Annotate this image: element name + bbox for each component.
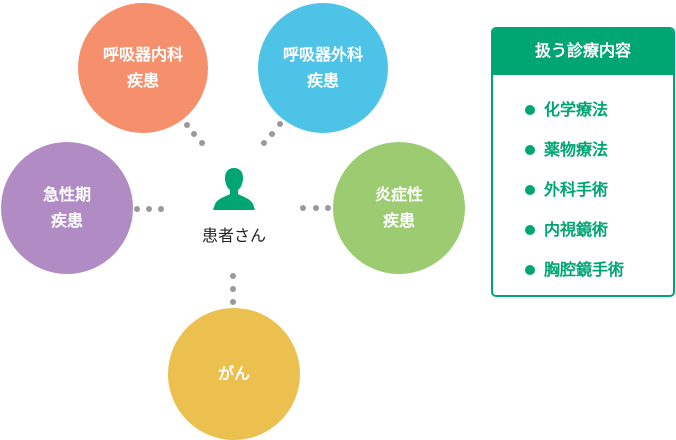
bullet-icon <box>525 265 535 275</box>
person-icon <box>213 168 255 210</box>
bullet-icon <box>525 105 535 115</box>
item-label: 胸腔鏡手術 <box>544 260 625 279</box>
circle-cancer: がん <box>168 308 300 440</box>
item-label: 外科手術 <box>544 180 609 199</box>
panel-title: 扱う診療内容 <box>493 29 673 75</box>
circle-respiratory-internal: 呼吸器内科 疾患 <box>78 3 208 133</box>
circle-acute: 急性期 疾患 <box>1 142 133 274</box>
circle-inflammatory: 炎症性 疾患 <box>333 142 465 274</box>
item-label: 化学療法 <box>544 100 609 119</box>
list-item: 化学療法 <box>525 90 673 130</box>
patient-label: 患者さん <box>201 226 266 245</box>
list-item: 内視鏡術 <box>525 210 673 250</box>
bullet-icon <box>525 145 535 155</box>
bullet-icon <box>525 225 535 235</box>
treatment-list: 化学療法 薬物療法 外科手術 内視鏡術 胸腔鏡手術 <box>493 75 673 290</box>
item-label: 薬物療法 <box>544 140 609 159</box>
list-item: 外科手術 <box>525 170 673 210</box>
bullet-icon <box>525 185 535 195</box>
list-item: 胸腔鏡手術 <box>525 250 673 290</box>
item-label: 内視鏡術 <box>544 220 609 239</box>
list-item: 薬物療法 <box>525 130 673 170</box>
circle-respiratory-surgery: 呼吸器外科 疾患 <box>258 3 388 133</box>
treatment-panel: 扱う診療内容 化学療法 薬物療法 外科手術 内視鏡術 胸腔鏡手術 <box>491 27 675 297</box>
